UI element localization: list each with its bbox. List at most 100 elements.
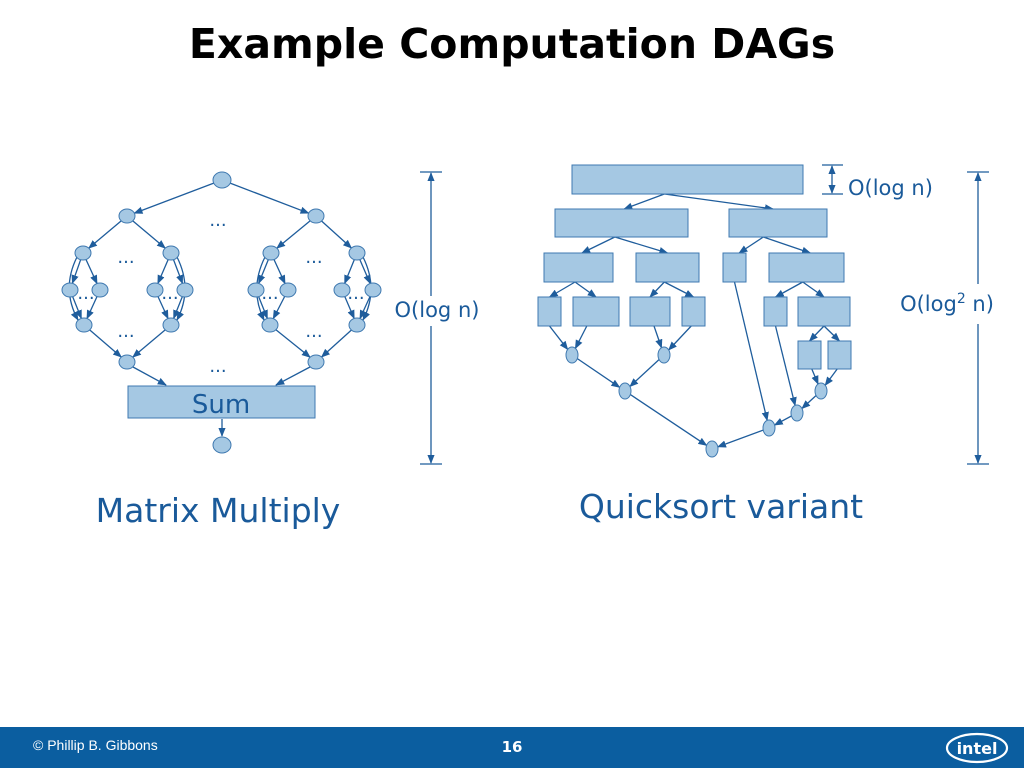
mm-ellipsis-left-lower: ...	[117, 321, 134, 342]
mm-edge	[83, 324, 122, 358]
qs-edge	[581, 236, 616, 254]
mm-join-node	[261, 317, 279, 333]
qs-partition-box	[537, 296, 562, 327]
qs-edge	[738, 236, 764, 254]
qs-edge	[664, 193, 775, 212]
qs-level-dimension	[822, 164, 843, 195]
mm-ellipsis-leaf-3: ...	[261, 283, 278, 304]
mm-output-node	[212, 436, 232, 454]
mm-nodes	[61, 171, 382, 454]
mm-edge	[276, 215, 317, 249]
mm-leaf-node	[61, 282, 79, 298]
qs-partition-box	[768, 252, 845, 283]
mm-leaf-node	[279, 282, 297, 298]
qs-partition-box	[629, 296, 671, 327]
mm-root-node	[212, 171, 232, 189]
qs-partition-box	[763, 296, 788, 327]
mm-join-node	[75, 317, 93, 333]
qs-edge	[763, 236, 812, 254]
qs-caption: Quicksort variant	[579, 487, 863, 526]
qs-join-node	[762, 419, 776, 437]
qs-edge	[664, 281, 695, 298]
qs-partition-box	[543, 252, 614, 283]
qs-partition-box	[571, 164, 804, 195]
slide-title: Example Computation DAGs	[188, 20, 836, 68]
mm-ellipsis-bottom: ...	[209, 356, 226, 377]
diagram-canvas: Sum ... ... ... ... ... ... ... ... ... …	[61, 164, 994, 530]
mm-depth-dimension	[420, 171, 442, 465]
qs-edge	[548, 281, 576, 298]
matrix-multiply-dag: Sum ... ... ... ... ... ... ... ... ... …	[61, 171, 480, 530]
mm-edge	[275, 366, 311, 386]
mm-join-node	[162, 317, 180, 333]
qs-partition-box	[827, 340, 852, 370]
qs-depth-label: O(log2 n)	[900, 291, 994, 316]
qs-partition-box	[681, 296, 706, 327]
mm-ellipsis-right-lower: ...	[305, 321, 322, 342]
qs-edge	[808, 325, 825, 342]
qs-edge	[629, 354, 665, 388]
qs-edge	[811, 368, 819, 385]
qs-partition-box	[797, 340, 822, 370]
mm-leaf-node	[176, 282, 194, 298]
qs-edge	[574, 281, 597, 298]
mm-caption: Matrix Multiply	[96, 491, 341, 530]
qs-edge	[624, 390, 708, 446]
page-number: 16	[501, 738, 523, 756]
qs-join-node	[705, 440, 719, 458]
qs-edge	[574, 325, 588, 350]
mm-join-node	[307, 354, 325, 370]
mm-node	[118, 208, 136, 224]
mm-join-node	[348, 317, 366, 333]
qs-depth-dimension	[967, 171, 989, 465]
qs-boxes	[537, 164, 852, 370]
mm-ellipsis-top: ...	[209, 210, 226, 231]
intel-logo: intel	[945, 732, 1009, 764]
qs-edge	[623, 193, 665, 210]
qs-join-node	[814, 382, 828, 400]
mm-edge	[269, 324, 311, 358]
qs-partition-box	[572, 296, 620, 327]
sum-box	[127, 385, 316, 419]
qs-edge	[716, 427, 770, 448]
qs-partition-box	[722, 252, 747, 283]
mm-ellipsis-leaf-4: ...	[347, 283, 364, 304]
mm-edge	[126, 215, 166, 249]
qs-edge	[802, 281, 825, 298]
qs-join-node	[618, 382, 632, 400]
footer-copyright: © Phillip B. Gibbons	[33, 737, 158, 753]
mm-leaf-node	[364, 282, 382, 298]
mm-leaf-node	[91, 282, 109, 298]
qs-nodes	[565, 346, 828, 458]
mm-node	[307, 208, 325, 224]
mm-join-node	[118, 354, 136, 370]
qs-partition-box	[728, 208, 828, 238]
qs-level-label: O(log n)	[848, 176, 933, 200]
mm-leaf-node	[333, 282, 351, 298]
qs-edge	[653, 325, 663, 349]
qs-edge	[548, 325, 569, 351]
mm-node	[348, 245, 366, 261]
qs-edge	[614, 236, 669, 255]
mm-ellipsis-left-upper: ...	[117, 247, 134, 268]
mm-depth-label: O(log n)	[395, 298, 480, 322]
mm-edge	[132, 366, 167, 386]
mm-leaf-node	[247, 282, 265, 298]
mm-node	[262, 245, 280, 261]
qs-join-node	[790, 404, 804, 422]
mm-ellipsis-leaf-1: ...	[77, 283, 94, 304]
mm-edge	[132, 324, 172, 358]
qs-edge	[668, 325, 692, 351]
qs-edge	[824, 368, 838, 387]
mm-edge	[88, 215, 128, 249]
qs-edge	[571, 354, 621, 388]
quicksort-dag: O(log n) O(log2 n) Quicksort variant	[537, 164, 994, 526]
mm-node	[162, 245, 180, 261]
mm-ellipsis-leaf-2: ...	[161, 283, 178, 304]
qs-join-node	[657, 346, 671, 364]
mm-node	[74, 245, 92, 261]
qs-partition-box	[554, 208, 689, 238]
qs-partition-box	[797, 296, 851, 327]
footer-bar: © Phillip B. Gibbons 16 intel	[0, 727, 1024, 768]
intel-logo-text: intel	[957, 739, 998, 758]
